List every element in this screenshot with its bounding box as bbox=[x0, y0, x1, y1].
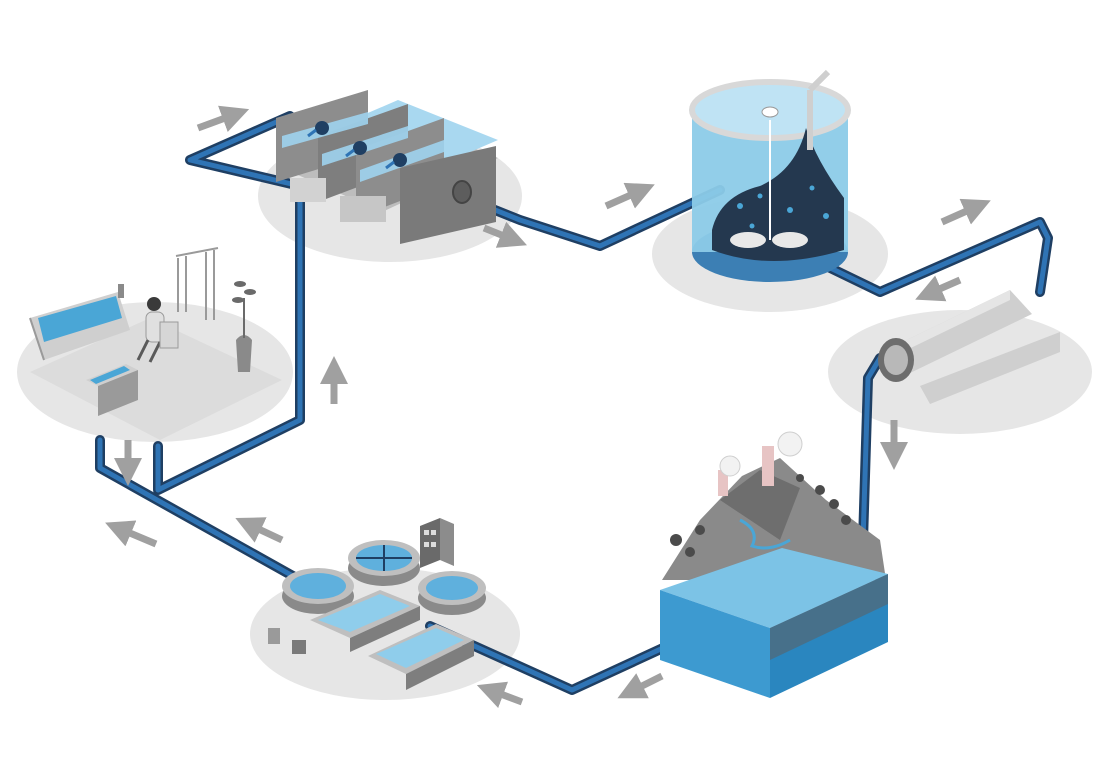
arrow-plant-left bbox=[476, 681, 524, 709]
treatment-plant-icon bbox=[268, 518, 486, 690]
bathroom-icon bbox=[29, 247, 282, 440]
clarifier-tank-icon bbox=[348, 540, 420, 586]
clarifier-tank-icon bbox=[282, 568, 354, 614]
bathtub-icon bbox=[29, 284, 130, 361]
mixing-tank-icon bbox=[689, 69, 851, 282]
arrow-reservoir-to-plant bbox=[617, 672, 664, 699]
arrow-to-mixing-tank bbox=[604, 182, 655, 210]
aerator-icon bbox=[315, 121, 329, 135]
reservoir-water-front bbox=[660, 590, 770, 698]
sink-icon bbox=[86, 364, 138, 416]
clarifier-tank-icon bbox=[418, 571, 486, 615]
vase-plant-icon bbox=[232, 281, 256, 372]
aerator-icon bbox=[393, 153, 407, 167]
reservoir-landscape-icon bbox=[660, 431, 888, 698]
curtain-icon bbox=[175, 247, 219, 320]
reservoir-water-top bbox=[660, 548, 888, 628]
aerator-icon bbox=[353, 141, 367, 155]
arrow-to-bathroom-left bbox=[235, 517, 284, 544]
membrane-filter-icon bbox=[878, 290, 1060, 404]
sludge-mass bbox=[712, 128, 844, 261]
impeller-icon bbox=[730, 232, 766, 248]
arrow-to-membrane bbox=[940, 198, 991, 226]
arrow-to-screening bbox=[196, 105, 250, 132]
screening-basins-icon bbox=[276, 90, 498, 244]
person-icon bbox=[136, 297, 179, 363]
flow-arrows bbox=[105, 105, 991, 709]
arrow-screening-out bbox=[482, 221, 527, 248]
arrow-far-left bbox=[105, 520, 158, 548]
arrow-from-membrane bbox=[915, 275, 962, 302]
